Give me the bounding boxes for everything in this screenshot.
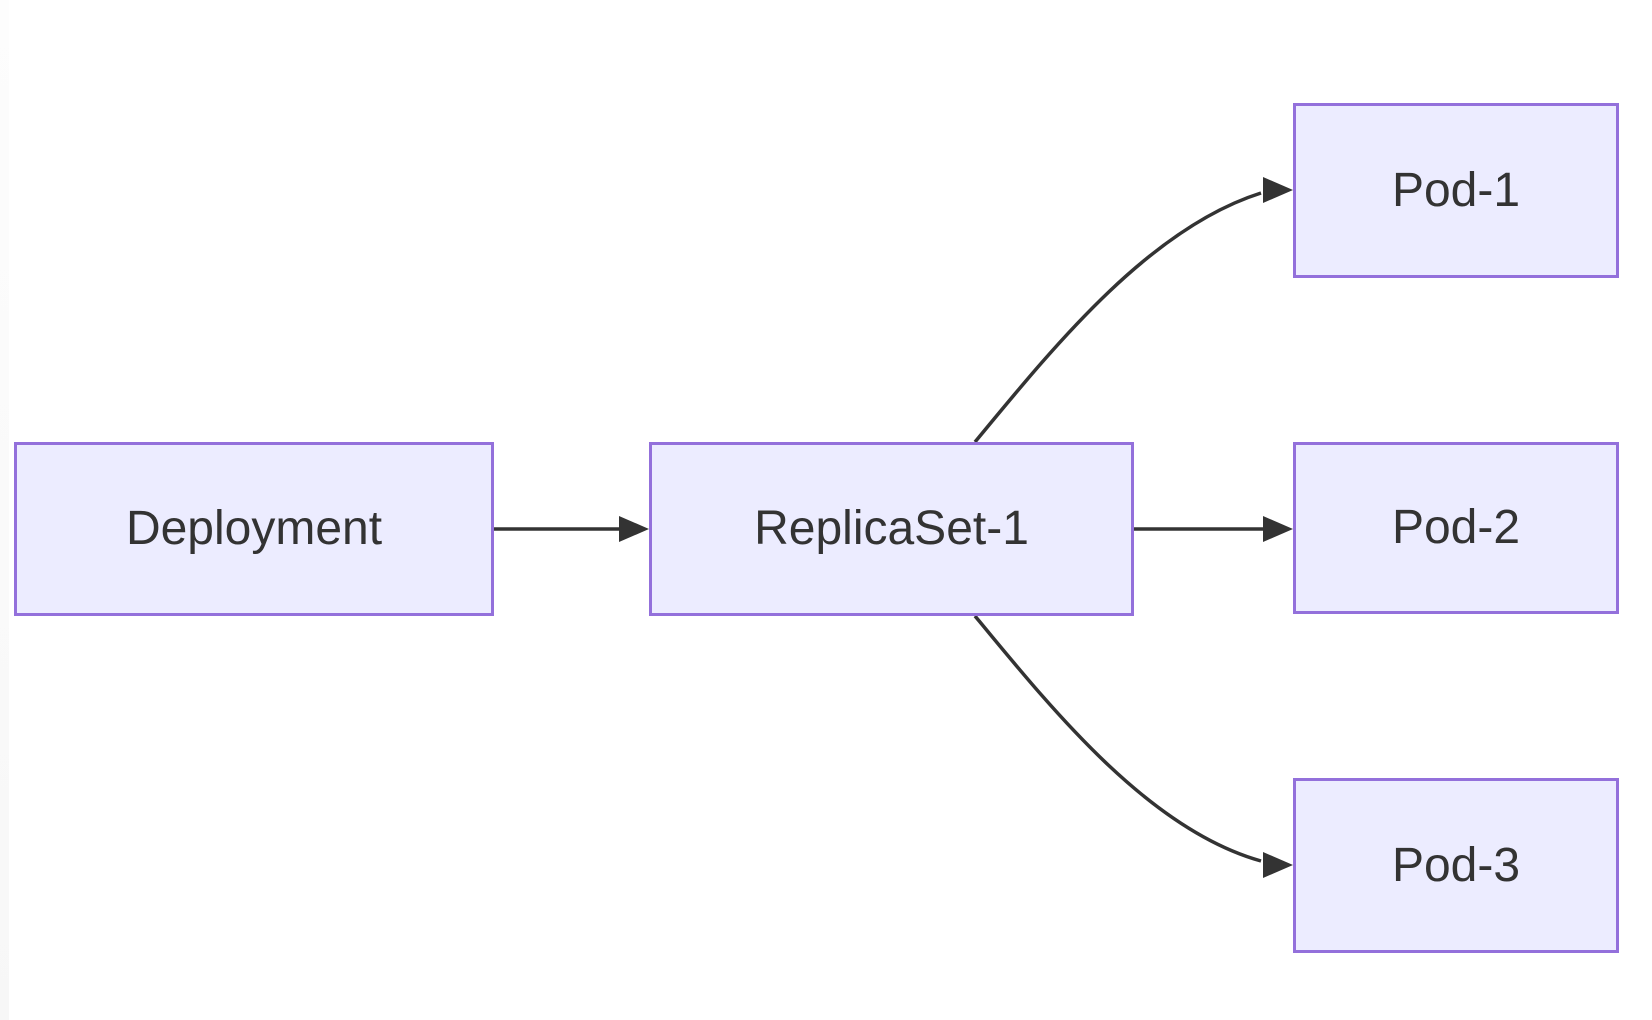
arrowhead-replicaset-1-to-pod-3: [1263, 852, 1293, 878]
arrowhead-replicaset-1-to-pod-1: [1263, 177, 1293, 203]
node-pod-3: Pod-3: [1293, 778, 1619, 953]
page-edge-artifact: [0, 0, 9, 1020]
node-deployment-label: Deployment: [125, 502, 383, 556]
edge-replicaset-1-to-pod-3: [973, 614, 1262, 863]
node-replicaset-1: ReplicaSet-1: [649, 442, 1134, 616]
node-pod-1: Pod-1: [1293, 103, 1619, 278]
node-pod-1-label: Pod-1: [1391, 163, 1521, 217]
arrowhead-replicaset-1-to-pod-2: [1263, 516, 1293, 542]
node-pod-2-label: Pod-2: [1391, 501, 1521, 555]
node-pod-3-label: Pod-3: [1391, 838, 1521, 892]
node-deployment: Deployment: [14, 442, 494, 616]
edge-replicaset-1-to-pod-1: [973, 191, 1262, 444]
node-replicaset-1-label: ReplicaSet-1: [754, 502, 1029, 556]
node-pod-2: Pod-2: [1293, 442, 1619, 614]
arrowhead-deployment-to-replicaset-1: [619, 516, 649, 542]
